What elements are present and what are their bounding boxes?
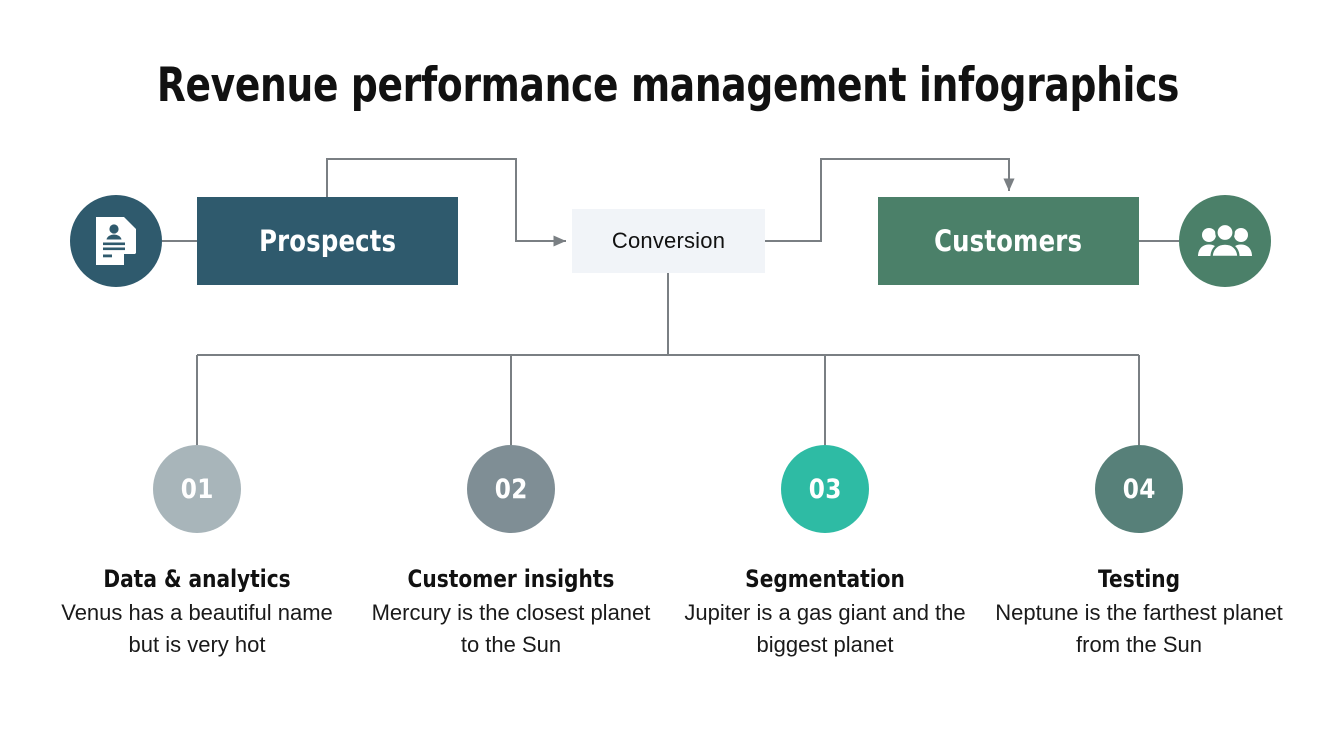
people-group-icon-badge	[1179, 195, 1271, 287]
step-number-02: 02	[494, 473, 528, 505]
flow-box-customers[interactable]: Customers	[878, 197, 1139, 285]
step-text-block-03: Segmentation Jupiter is a gas giant and …	[680, 564, 970, 661]
flow-box-prospects-label: Prospects	[258, 224, 397, 258]
step-heading-02: Customer insights	[407, 565, 615, 593]
page-title: Revenue performance management infograph…	[156, 58, 1180, 113]
step-circle-04[interactable]: 04	[1095, 445, 1183, 533]
step-text-block-02: Customer insights Mercury is the closest…	[366, 564, 656, 661]
step-text-block-04: Testing Neptune is the farthest planet f…	[994, 564, 1284, 661]
people-group-icon	[1198, 223, 1252, 259]
flow-box-customers-label: Customers	[934, 224, 1083, 258]
step-circle-01[interactable]: 01	[153, 445, 241, 533]
step-body-01: Venus has a beautiful name but is very h…	[61, 600, 333, 657]
step-number-03: 03	[808, 473, 842, 505]
step-body-03: Jupiter is a gas giant and the biggest p…	[684, 600, 966, 657]
step-body-02: Mercury is the closest planet to the Sun	[371, 600, 651, 657]
step-number-04: 04	[1122, 473, 1156, 505]
step-number-01: 01	[180, 473, 214, 505]
step-heading-01: Data & analytics	[103, 565, 291, 593]
contact-document-icon-badge	[70, 195, 162, 287]
step-heading-03: Segmentation	[745, 565, 905, 593]
step-heading-04: Testing	[1097, 565, 1181, 593]
flow-box-conversion-label: Conversion	[611, 228, 726, 253]
flow-box-conversion[interactable]: Conversion	[572, 209, 765, 273]
step-text-block-01: Data & analytics Venus has a beautiful n…	[52, 564, 342, 661]
step-circle-02[interactable]: 02	[467, 445, 555, 533]
contact-document-icon	[96, 217, 136, 266]
step-circle-03[interactable]: 03	[781, 445, 869, 533]
step-body-04: Neptune is the farthest planet from the …	[995, 600, 1283, 657]
flow-box-prospects[interactable]: Prospects	[197, 197, 458, 285]
